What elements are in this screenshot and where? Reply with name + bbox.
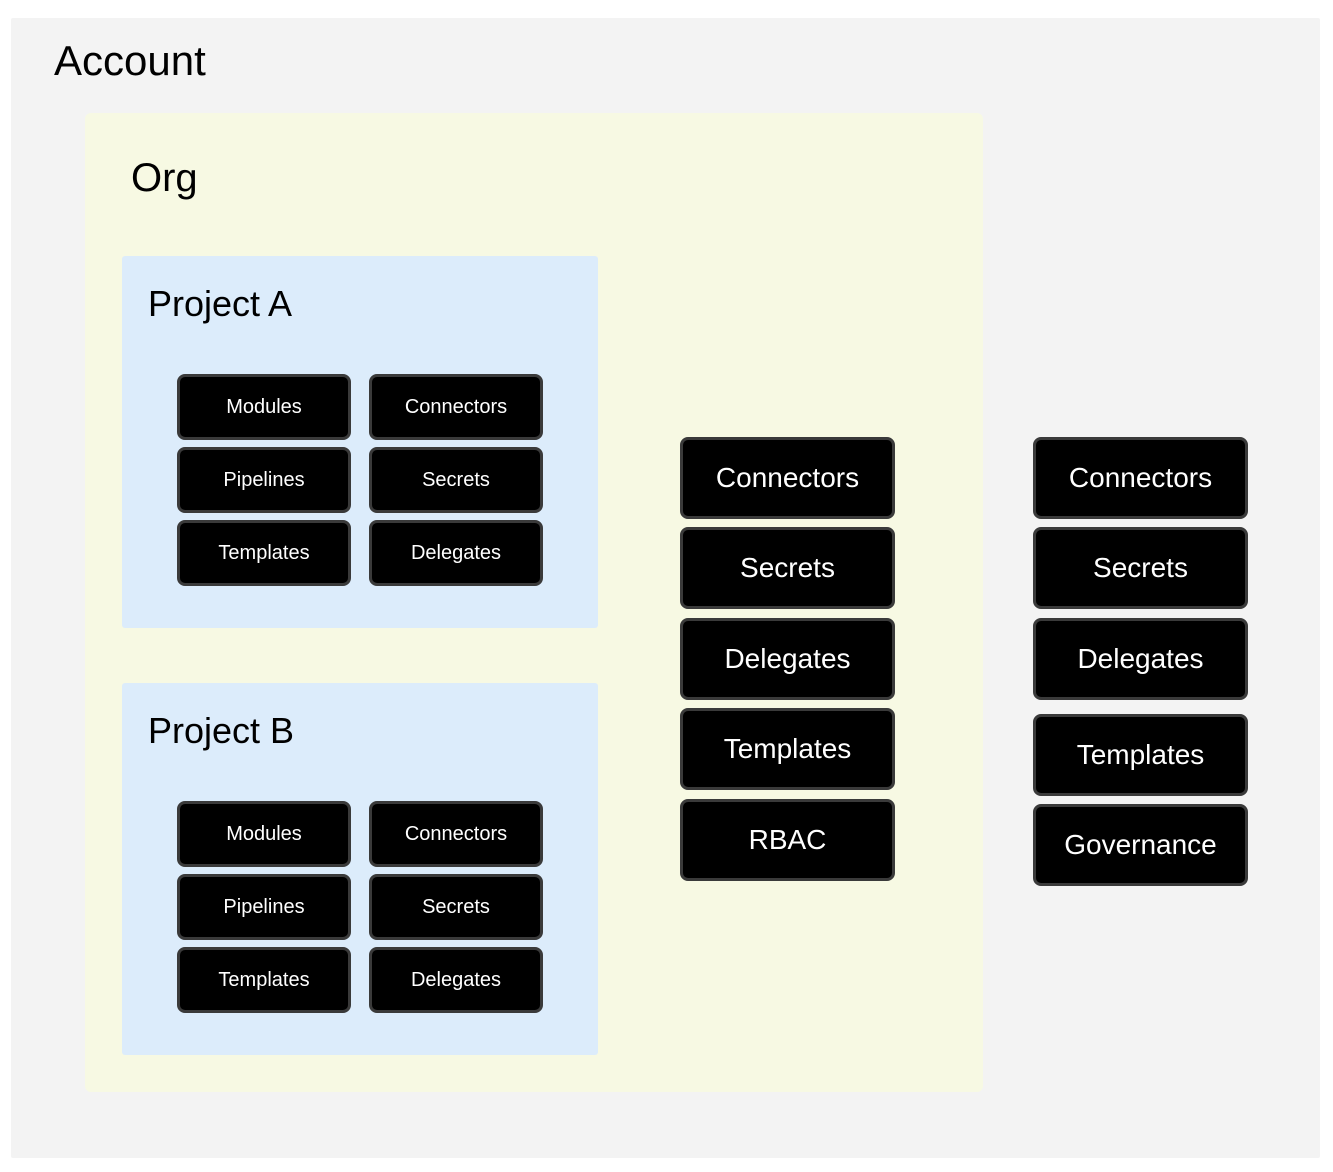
org-title: Org [131,156,198,200]
account-templates-chip: Templates [1033,714,1248,796]
org-templates-chip: Templates [680,708,895,790]
account-title: Account [54,37,206,84]
account-secrets-chip: Secrets [1033,527,1248,609]
org-rbac-chip: RBAC [680,799,895,881]
org-delegates-chip: Delegates [680,618,895,700]
project-a-delegates-chip: Delegates [369,520,543,586]
project-b-title: Project B [148,710,295,751]
project-b-container: Project B Modules Connectors Pipelines S… [122,683,598,1055]
project-b-secrets-chip: Secrets [369,874,543,940]
project-a-templates-chip: Templates [177,520,351,586]
project-b-connectors-chip: Connectors [369,801,543,867]
project-b-pipelines-chip: Pipelines [177,874,351,940]
org-container: Org Project A Modules Connectors Pipelin… [85,113,983,1092]
project-a-modules-chip: Modules [177,374,351,440]
org-connectors-chip: Connectors [680,437,895,519]
account-container: Account Org Project A Modules Connectors… [11,18,1320,1158]
project-b-templates-chip: Templates [177,947,351,1013]
project-a-container: Project A Modules Connectors Pipelines S… [122,256,598,628]
account-governance-chip: Governance [1033,804,1248,886]
account-connectors-chip: Connectors [1033,437,1248,519]
account-delegates-chip: Delegates [1033,618,1248,700]
project-a-connectors-chip: Connectors [369,374,543,440]
project-a-title: Project A [148,283,293,324]
project-b-modules-chip: Modules [177,801,351,867]
project-a-secrets-chip: Secrets [369,447,543,513]
project-b-delegates-chip: Delegates [369,947,543,1013]
project-a-pipelines-chip: Pipelines [177,447,351,513]
org-secrets-chip: Secrets [680,527,895,609]
